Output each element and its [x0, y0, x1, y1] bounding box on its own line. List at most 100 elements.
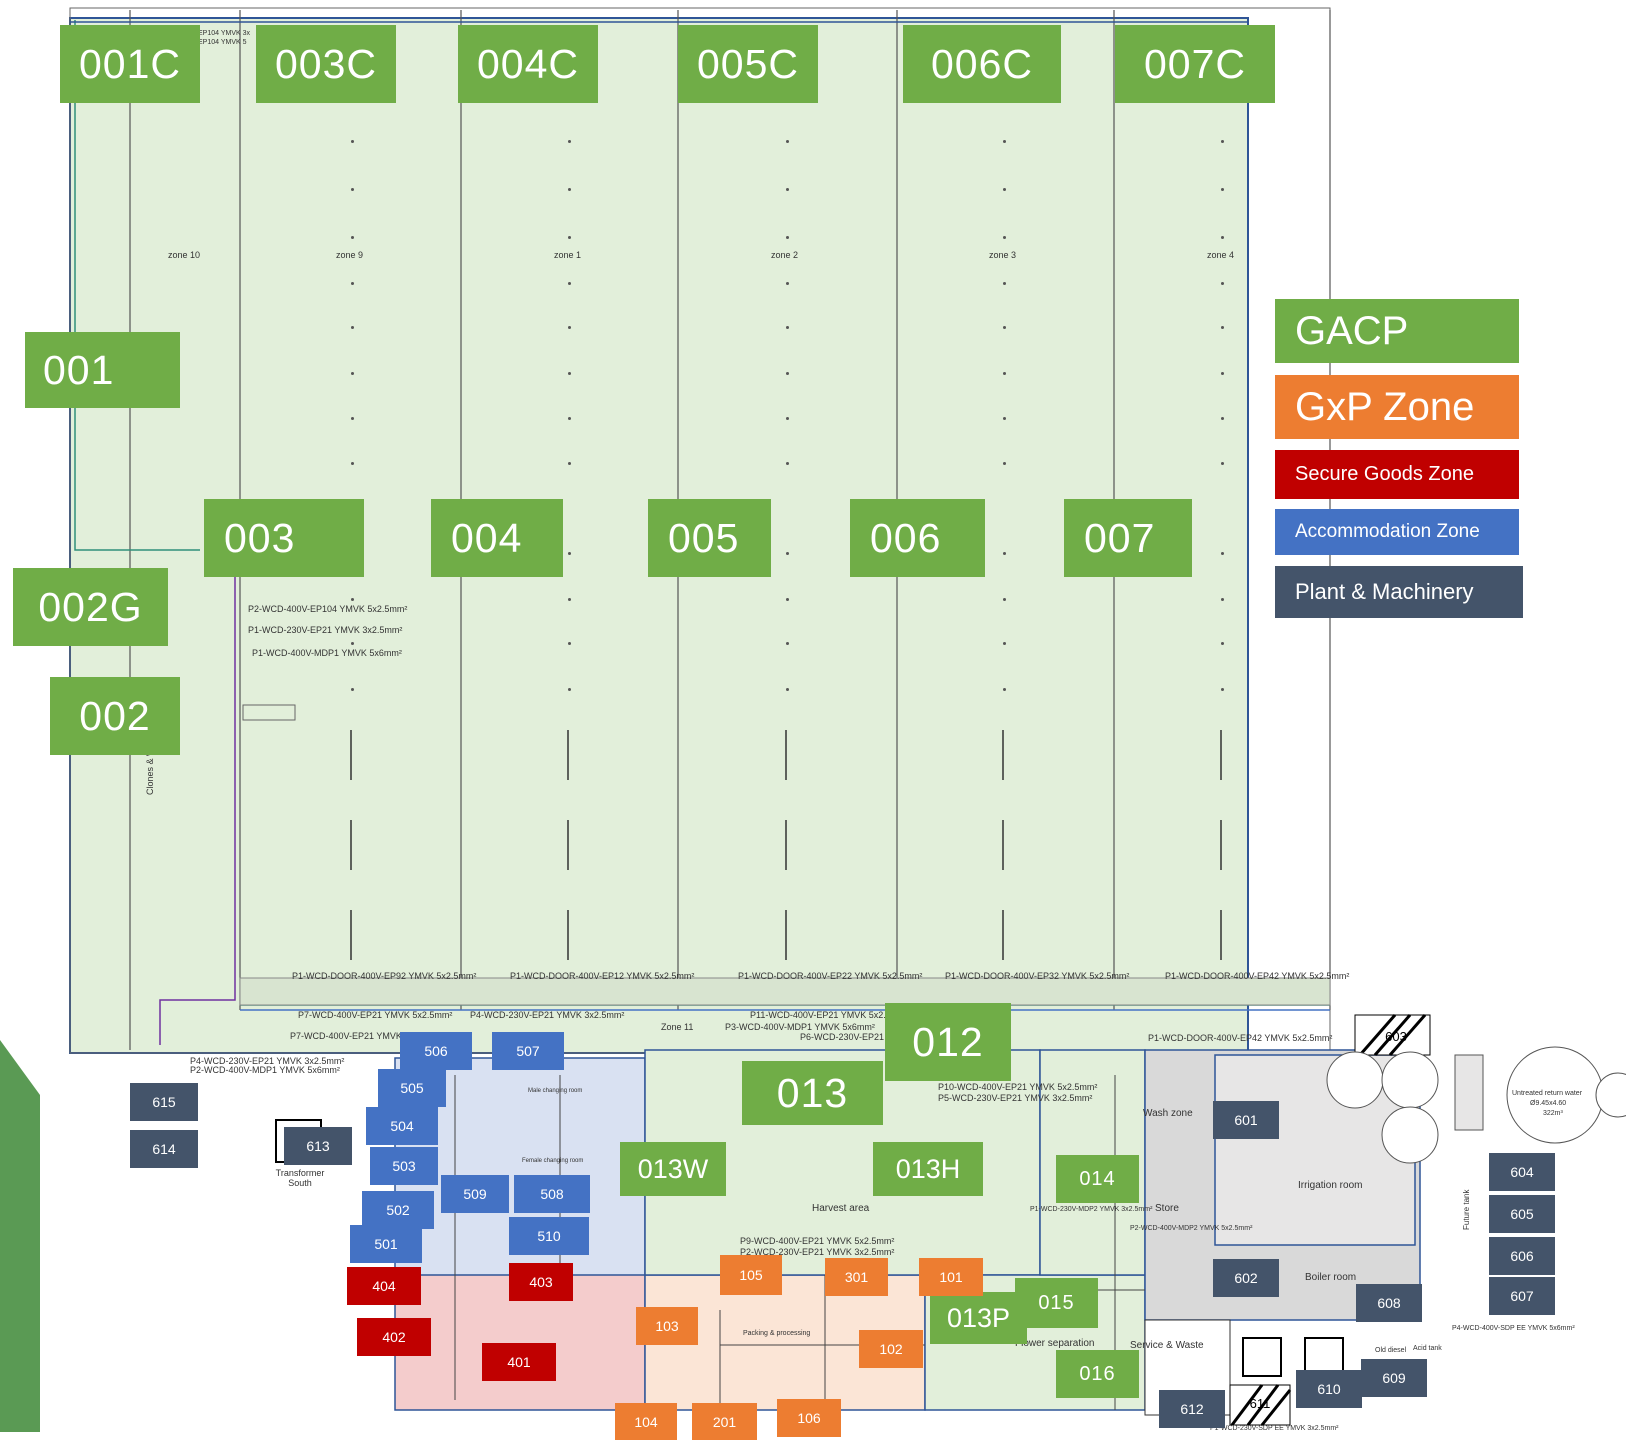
zone-tag-613: 613 [284, 1127, 352, 1165]
pillar-dot [786, 140, 789, 143]
zone-tag-505: 505 [378, 1069, 446, 1107]
zone-tag-603: 603 [1385, 1028, 1407, 1044]
pillar-dot [1003, 236, 1006, 239]
zone-tag-607: 607 [1489, 1277, 1555, 1315]
pillar-dot [1221, 688, 1224, 691]
zone-tag-506: 506 [400, 1032, 472, 1070]
pillar-dot [568, 417, 571, 420]
zone-tag-201: 201 [692, 1403, 757, 1440]
zone-tag-602: 602 [1213, 1259, 1279, 1297]
zone-tag-609: 609 [1361, 1359, 1427, 1397]
pillar-dot [786, 688, 789, 691]
pillar-dot [1003, 372, 1006, 375]
zone-tag-401: 401 [482, 1343, 556, 1381]
pillar-dot [351, 598, 354, 601]
zone-tag-003c: 003C [256, 25, 396, 103]
pillar-dot [351, 236, 354, 239]
cable-p2-mdp2-label: P2-WCD-400V-MDP2 YMVK 5x2.5mm² [1130, 1225, 1253, 1232]
zone-tag-013w: 013W [620, 1142, 726, 1196]
pillar-dot [568, 598, 571, 601]
zone-10-label: zone 10 [168, 250, 201, 260]
cable-p11-ep21-label: P11-WCD-400V-EP21 YMVK 5x2.5mm² [750, 1010, 909, 1020]
zone-tag-006: 006 [850, 499, 985, 577]
zone-tag-001c: 001C [60, 25, 200, 103]
pillar-dot [568, 688, 571, 691]
pillar-dot [1221, 140, 1224, 143]
zone-3-label: zone 3 [989, 250, 1017, 260]
pillar-dot [351, 326, 354, 329]
zone-tag-606: 606 [1489, 1237, 1555, 1275]
pillar-dot [351, 372, 354, 375]
cable-door-ep22-label: P1-WCD-DOOR-400V-EP22 YMVK 5x2.5mm² [738, 971, 923, 981]
zone-tag-610: 610 [1296, 1370, 1362, 1408]
future-tank [1454, 1054, 1484, 1131]
pillar-dot [1221, 552, 1224, 555]
legend-gxp: GxP Zone [1275, 375, 1519, 439]
pillar-dot [568, 642, 571, 645]
pillar-dot [786, 236, 789, 239]
zone-tag-605: 605 [1489, 1195, 1555, 1233]
packing-label: Packing & processing [743, 1330, 811, 1337]
zone-tag-604: 604 [1489, 1153, 1555, 1191]
legend-plant: Plant & Machinery [1275, 566, 1523, 618]
store-label: Store [1155, 1203, 1179, 1214]
cable-ep104-label: EP104 YMVK 3x [198, 30, 251, 37]
zone-tag-014: 014 [1056, 1155, 1139, 1203]
return-water-volume: 322m³ [1543, 1110, 1563, 1117]
zone-tag-013: 013 [742, 1061, 883, 1125]
pillar-dot [786, 326, 789, 329]
pillar-dot [351, 417, 354, 420]
return-water-label: Untreated return water [1512, 1090, 1583, 1097]
cable-p1-door-ep42-label: P1-WCD-DOOR-400V-EP42 YMVK 5x2.5mm² [1148, 1033, 1333, 1043]
tank-a [1326, 1051, 1384, 1109]
zone-tag-005: 005 [648, 499, 771, 577]
pillar-dot [568, 236, 571, 239]
legend-secure-label: Secure Goods Zone [1295, 463, 1474, 485]
wash-zone-label: Wash zone [1143, 1108, 1193, 1119]
pillar-dot [568, 326, 571, 329]
pillar-dot [568, 462, 571, 465]
cable-p6-ep21-label: P6-WCD-230V-EP21 YMVK 3x2.5mm² [800, 1032, 955, 1042]
pillar-dot [786, 372, 789, 375]
zone-tag-013h: 013H [873, 1142, 983, 1196]
pillar-dot [351, 642, 354, 645]
cable-p2-ep21-label: P2-WCD-230V-EP21 YMVK 3x2.5mm² [740, 1247, 895, 1257]
zone-tag-612: 612 [1159, 1390, 1225, 1428]
acid-tank-label: Acid tank [1413, 1345, 1442, 1352]
cable-p2-mdp1-label: P2-WCD-400V-MDP1 YMVK 5x6mm² [190, 1065, 340, 1075]
female-changing-label: Female changing room [522, 1158, 584, 1164]
cable-p4-ep21-label: P4-WCD-230V-EP21 YMVK 3x2.5mm² [190, 1056, 345, 1066]
zone-tag-510: 510 [509, 1217, 589, 1255]
pillar-dot [1003, 552, 1006, 555]
return-water-dims: Ø9.45x4.60 [1530, 1100, 1567, 1107]
zone-tag-101: 101 [919, 1258, 983, 1296]
hatch-lines-611 [1230, 1384, 1292, 1426]
cable-p1-sdp-label: P1-WCD-230V-SDP EE YMVK 3x2.5mm² [1210, 1425, 1339, 1432]
pillar-dot [568, 188, 571, 191]
tank-b [1381, 1051, 1439, 1109]
pillar-dot [1003, 642, 1006, 645]
zone-tag-012: 012 [885, 1003, 1011, 1081]
flower-separation-label: Flower separation [1015, 1338, 1095, 1349]
pillar-dot [568, 552, 571, 555]
cable-p7-ep21b-label: P7-WCD-400V-EP21 YMVK 5x2.5mm² [290, 1031, 445, 1041]
zone-tag-005c: 005C [678, 25, 818, 103]
pillar-dot [786, 598, 789, 601]
pillar-dot [786, 552, 789, 555]
hatched-pad-611 [1229, 1384, 1291, 1426]
zone-tag-013p: 013P [930, 1292, 1027, 1344]
pillar-dot [1003, 282, 1006, 285]
zone-tag-106: 106 [777, 1399, 841, 1437]
zone-tag-509: 509 [441, 1175, 509, 1213]
pillar-dot [1221, 642, 1224, 645]
site-edge-shape [0, 1040, 40, 1432]
pillar-dot [786, 188, 789, 191]
legend-gxp-label: GxP Zone [1295, 384, 1475, 429]
pillar-dot [568, 140, 571, 143]
cable-door-ep42-label: P1-WCD-DOOR-400V-EP42 YMVK 5x2.5mm² [1165, 971, 1350, 981]
zone-tag-504: 504 [366, 1107, 438, 1145]
cable-p1-mdp1-label: P1-WCD-400V-MDP1 YMVK 5x6mm² [252, 648, 402, 658]
cable-p5-ep21-label: P5-WCD-230V-EP21 YMVK 3x2.5mm² [938, 1093, 1093, 1103]
